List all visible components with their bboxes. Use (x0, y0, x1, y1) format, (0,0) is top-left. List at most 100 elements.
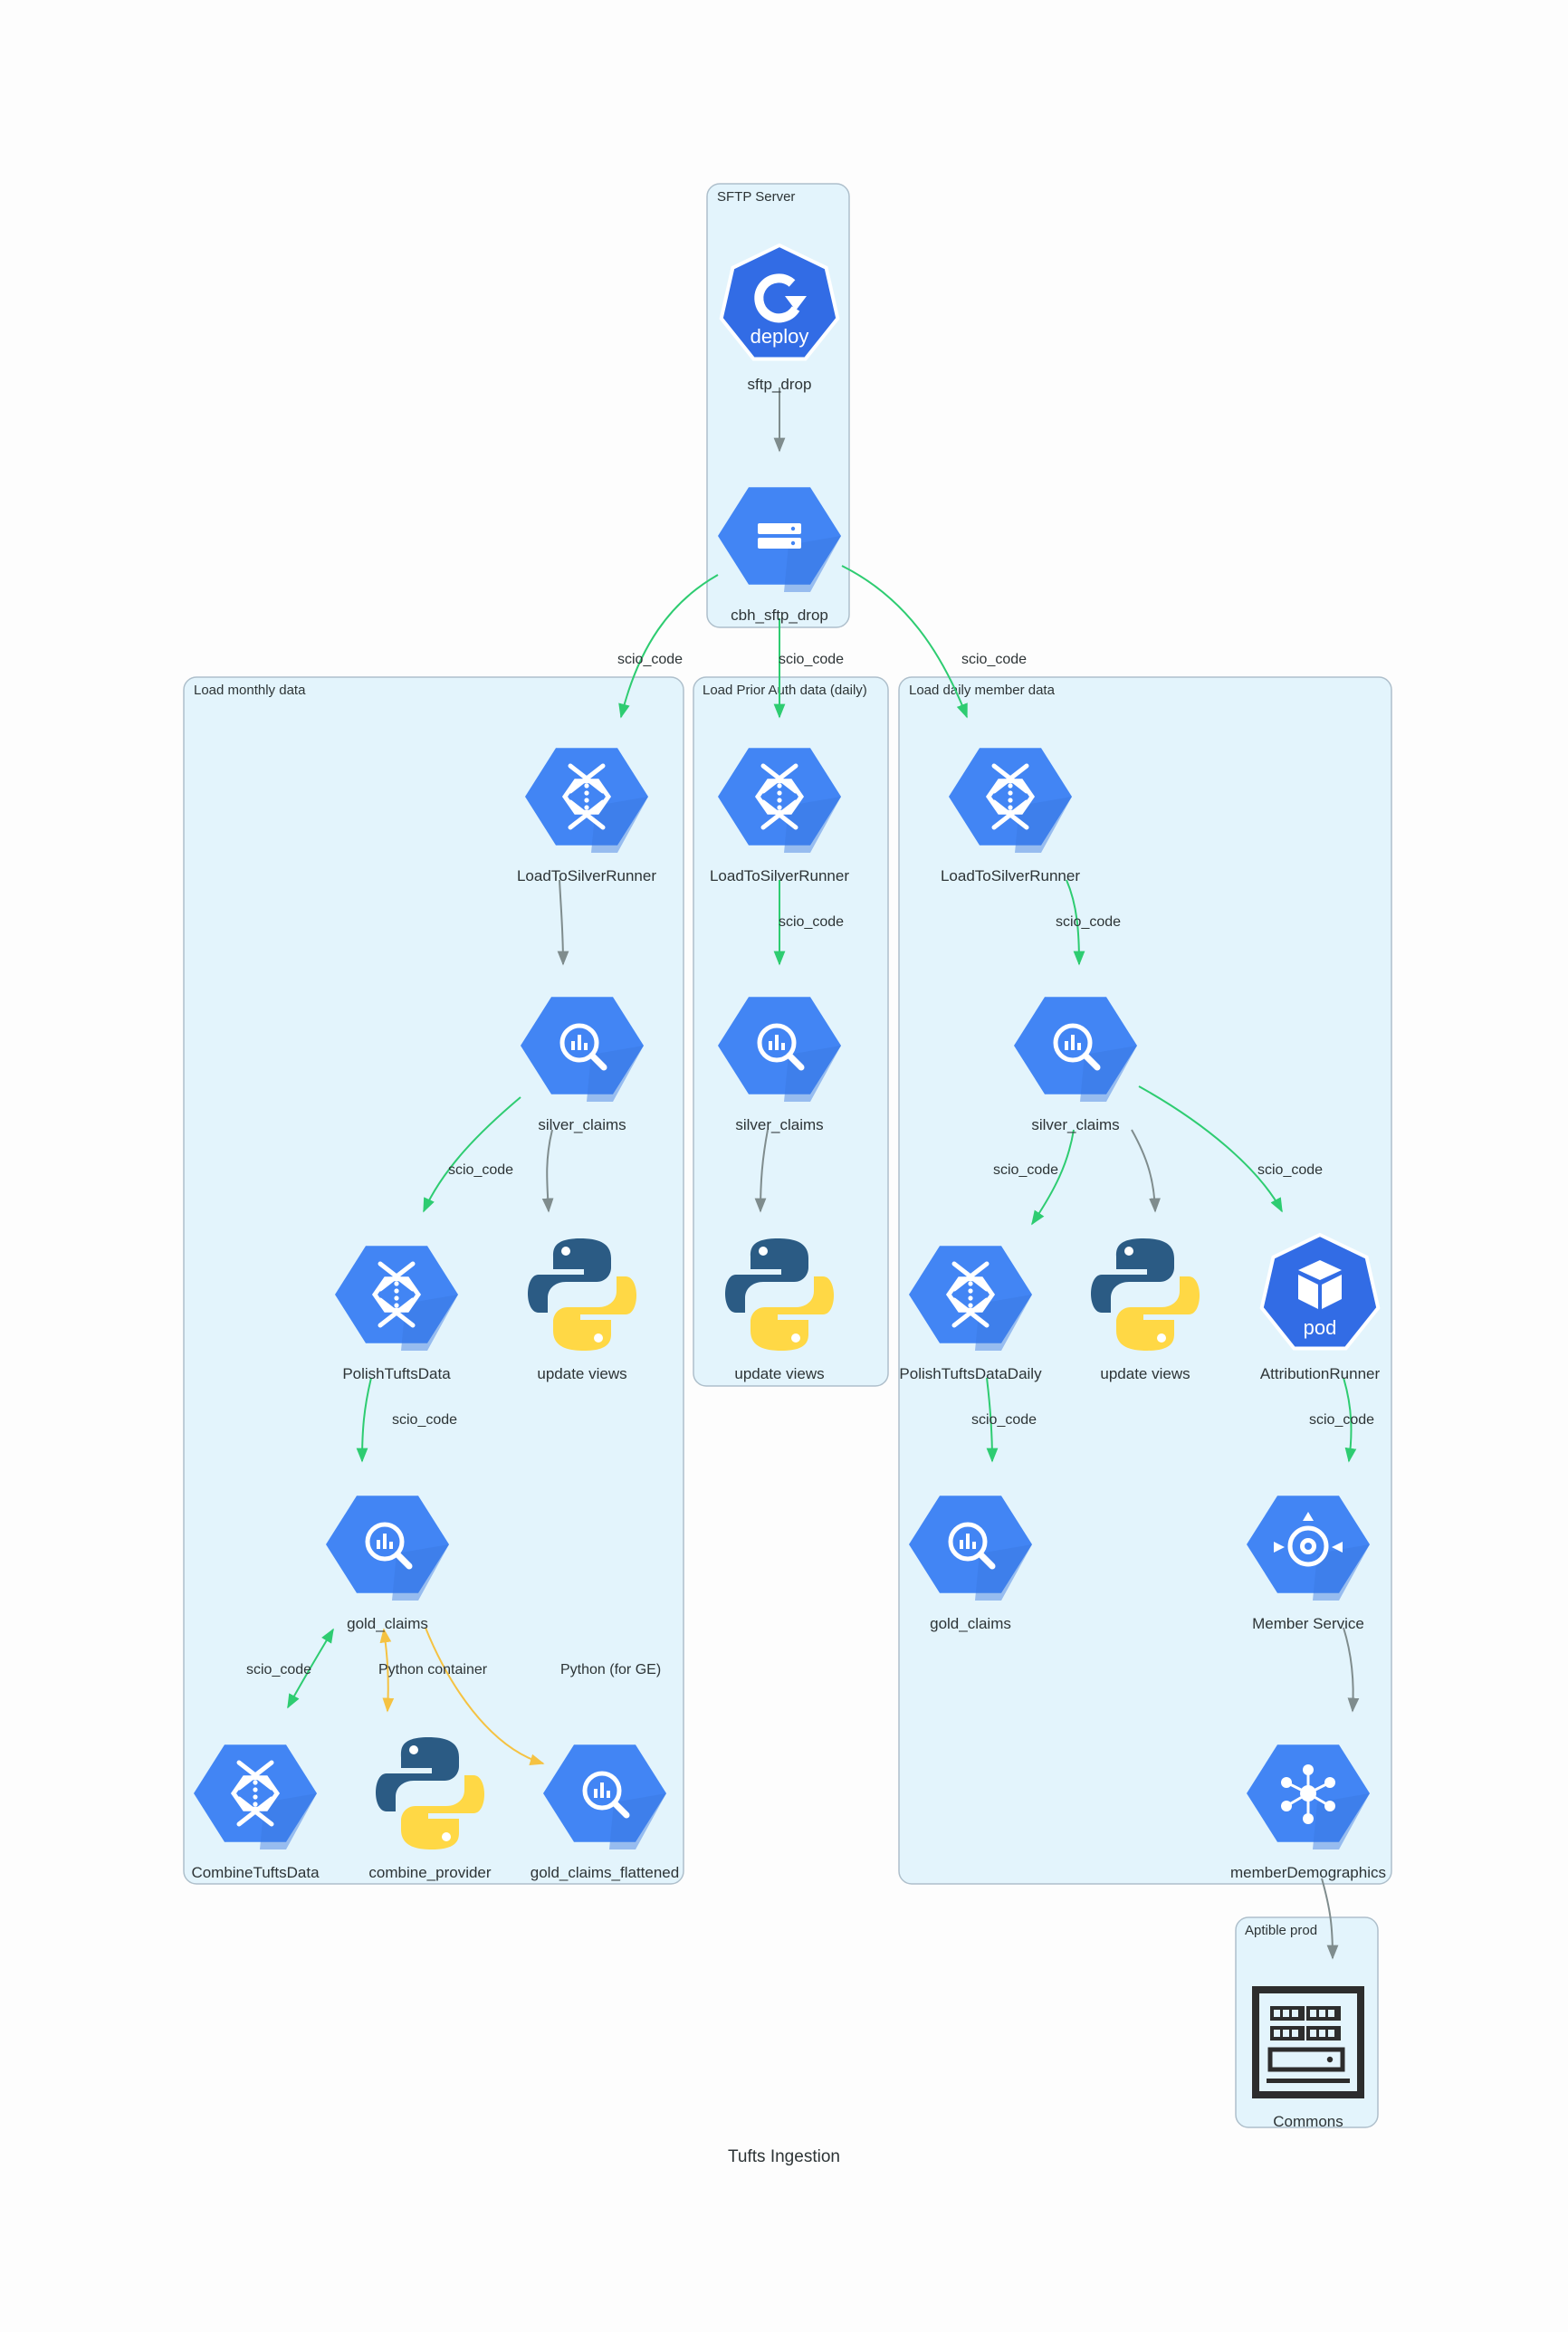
edge-e9 (287, 1628, 334, 1709)
diagram-title: Tufts Ingestion (728, 2147, 840, 2166)
node-m-provider: combine_provider (368, 1737, 492, 1881)
edge-label-e19: scio_code (1309, 1412, 1374, 1428)
edge-e18 (986, 1377, 999, 1463)
node-label-m-provider: combine_provider (368, 1864, 491, 1881)
edge-e8 (356, 1377, 372, 1463)
edge-e13 (754, 1129, 769, 1213)
gcp-dataflow-icon (335, 1246, 458, 1351)
gcp-bigquery-icon (521, 997, 644, 1102)
gcp-bigquery-icon (718, 997, 841, 1102)
node-m-gold: gold_claims (326, 1496, 449, 1632)
node-d-member: Member Service (1247, 1496, 1370, 1632)
python-icon (528, 1238, 636, 1351)
edge-label-e8: scio_code (392, 1412, 457, 1428)
edge-label-e11: Python (for GE) (560, 1662, 661, 1677)
cluster-aptible-prod: Aptible prod (1235, 1916, 1379, 2128)
node-label-m-polish: PolishTuftsData (342, 1365, 451, 1382)
node-d-demo: memberDemographics (1230, 1744, 1386, 1881)
clusters-layer: SFTP Server Load monthly data Load Prior… (183, 183, 1392, 2128)
edge-label-e17: scio_code (1257, 1162, 1323, 1178)
edges-layer (287, 387, 1360, 1960)
node-label-m-silver: silver_claims (538, 1116, 626, 1133)
edge-label-e12: scio_code (779, 914, 844, 930)
gcp-dataflow-icon (718, 748, 841, 853)
node-label-p-load: LoadToSilverRunner (710, 867, 849, 884)
node-m-silver: silver_claims (521, 997, 644, 1133)
deploy-badge-text: deploy (751, 325, 809, 348)
cluster-load-prior-auth-label: Load Prior Auth data (daily) (703, 683, 867, 698)
node-m-combine: CombineTuftsData (191, 1744, 320, 1881)
edge-e5 (557, 879, 569, 966)
node-label-d-attr: AttributionRunner (1260, 1365, 1381, 1382)
edge-label-e10: Python container (378, 1662, 488, 1677)
node-label-p-update: update views (734, 1365, 824, 1382)
edge-label-e14: scio_code (1056, 914, 1121, 930)
node-label-d-member: Member Service (1252, 1615, 1364, 1632)
node-label-m-flat: gold_claims_flattened (531, 1864, 679, 1881)
node-label-sftp-drop: sftp_drop (748, 376, 812, 393)
gcp-bigquery-icon (326, 1496, 449, 1601)
gcp-dataflow-icon (194, 1744, 317, 1849)
node-d-load: LoadToSilverRunner (941, 748, 1080, 884)
python-icon (1091, 1238, 1200, 1351)
edge-labels-layer: scio_code scio_code scio_code scio_code … (246, 652, 1374, 1677)
node-sftp-drop: deploy sftp_drop (719, 243, 840, 393)
node-label-p-silver: silver_claims (735, 1116, 823, 1133)
edge-e15 (1031, 1129, 1075, 1226)
node-d-update: update views (1091, 1238, 1200, 1382)
rack-server-icon (1252, 1986, 1364, 2098)
edge-e16 (1131, 1129, 1161, 1213)
gcp-dataflow-icon (909, 1246, 1032, 1351)
edge-label-e4: scio_code (961, 652, 1027, 667)
cluster-aptible-prod-label: Aptible prod (1245, 1923, 1317, 1938)
gcp-pubsub-icon (1247, 1744, 1370, 1849)
node-m-polish: PolishTuftsData (335, 1246, 458, 1382)
edge-e10 (379, 1628, 395, 1713)
edge-e17 (1138, 1085, 1283, 1213)
node-label-d-silver: silver_claims (1031, 1116, 1119, 1133)
edge-e21 (1321, 1878, 1339, 1960)
edge-e6 (423, 1096, 521, 1213)
node-d-silver: silver_claims (1014, 997, 1137, 1133)
edge-e11 (425, 1627, 545, 1765)
edge-e7 (541, 1129, 554, 1213)
node-d-polish: PolishTuftsDataDaily (899, 1246, 1042, 1382)
k8s-pod-icon: pod (1259, 1232, 1381, 1351)
edge-label-e9: scio_code (246, 1662, 311, 1677)
cluster-sftp-server-label: SFTP Server (717, 189, 795, 205)
node-m-flat: gold_claims_flattened (531, 1744, 679, 1881)
edge-e2 (618, 574, 719, 719)
gcp-bigquery-icon (1014, 997, 1137, 1102)
python-icon (376, 1737, 484, 1849)
python-icon (725, 1238, 834, 1351)
edge-label-e2: scio_code (617, 652, 683, 667)
node-p-silver: silver_claims (718, 997, 841, 1133)
node-label-d-update: update views (1100, 1365, 1190, 1382)
nodes-layer: deploy sftp_drop cbh_sftp_dropLoadToSilver… (191, 243, 1386, 2130)
node-d-gold: gold_claims (909, 1496, 1032, 1632)
cluster-load-monthly-label: Load monthly data (194, 683, 306, 698)
edge-e14 (1066, 879, 1085, 966)
edge-e19 (1343, 1377, 1357, 1463)
node-commons: Commons (1252, 1986, 1364, 2130)
node-cbh-sftp-drop: cbh_sftp_drop (718, 487, 841, 624)
node-m-update: update views (528, 1238, 636, 1382)
edge-e20 (1343, 1627, 1360, 1713)
gcp-dataflow-icon (949, 748, 1072, 853)
node-label-d-polish: PolishTuftsDataDaily (899, 1365, 1042, 1382)
gcp-filestore-icon (718, 487, 841, 592)
node-label-cbh-sftp-drop: cbh_sftp_drop (731, 607, 828, 624)
node-label-m-combine: CombineTuftsData (191, 1864, 320, 1881)
node-label-m-gold: gold_claims (347, 1615, 428, 1632)
edge-label-e3: scio_code (779, 652, 844, 667)
node-m-load: LoadToSilverRunner (517, 748, 656, 884)
node-label-d-gold: gold_claims (930, 1615, 1011, 1632)
gcp-endpoints-icon (1247, 1496, 1370, 1601)
gcp-bigquery-icon (909, 1496, 1032, 1601)
pod-badge-text: pod (1304, 1316, 1337, 1339)
node-label-d-load: LoadToSilverRunner (941, 867, 1080, 884)
gcp-dataflow-icon (525, 748, 648, 853)
edge-label-e15: scio_code (993, 1162, 1058, 1178)
